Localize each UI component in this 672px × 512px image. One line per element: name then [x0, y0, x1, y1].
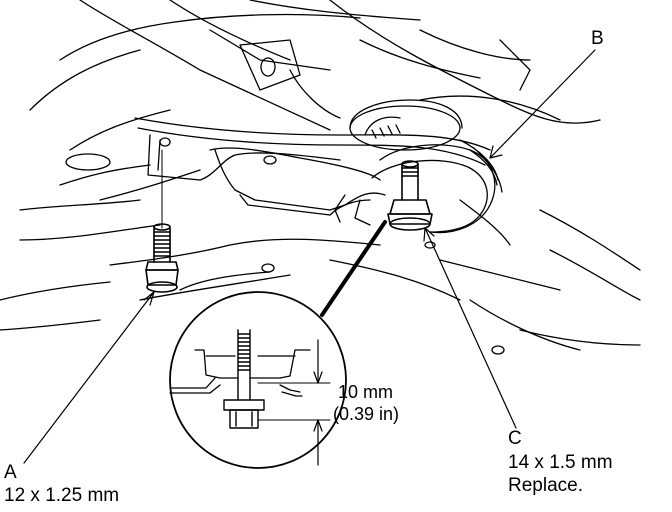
- leader-lines: [23, 49, 596, 464]
- leader-a: [23, 291, 155, 464]
- leader-c: [424, 227, 517, 429]
- callout-a-letter: A: [4, 462, 17, 483]
- callout-c-spec: 14 x 1.5 mm: [508, 452, 613, 473]
- callout-b-letter: B: [591, 28, 604, 49]
- detail-connector: [320, 220, 387, 317]
- dimension-imperial: (0.39 in): [333, 404, 400, 424]
- callout-c-letter: C: [508, 428, 522, 449]
- vehicle-body-outline: [0, 0, 641, 355]
- bolt-c: [387, 160, 433, 231]
- detail-circle: [169, 291, 347, 469]
- dimension-metric: 10 mm: [338, 382, 394, 402]
- callout-c-note: Replace.: [508, 475, 583, 496]
- leader-b: [489, 49, 596, 159]
- subframe-bracket: [134, 117, 491, 226]
- bolt-a: [145, 149, 179, 293]
- bushing-housing: [349, 99, 503, 234]
- callout-a-spec: 12 x 1.25 mm: [4, 485, 120, 506]
